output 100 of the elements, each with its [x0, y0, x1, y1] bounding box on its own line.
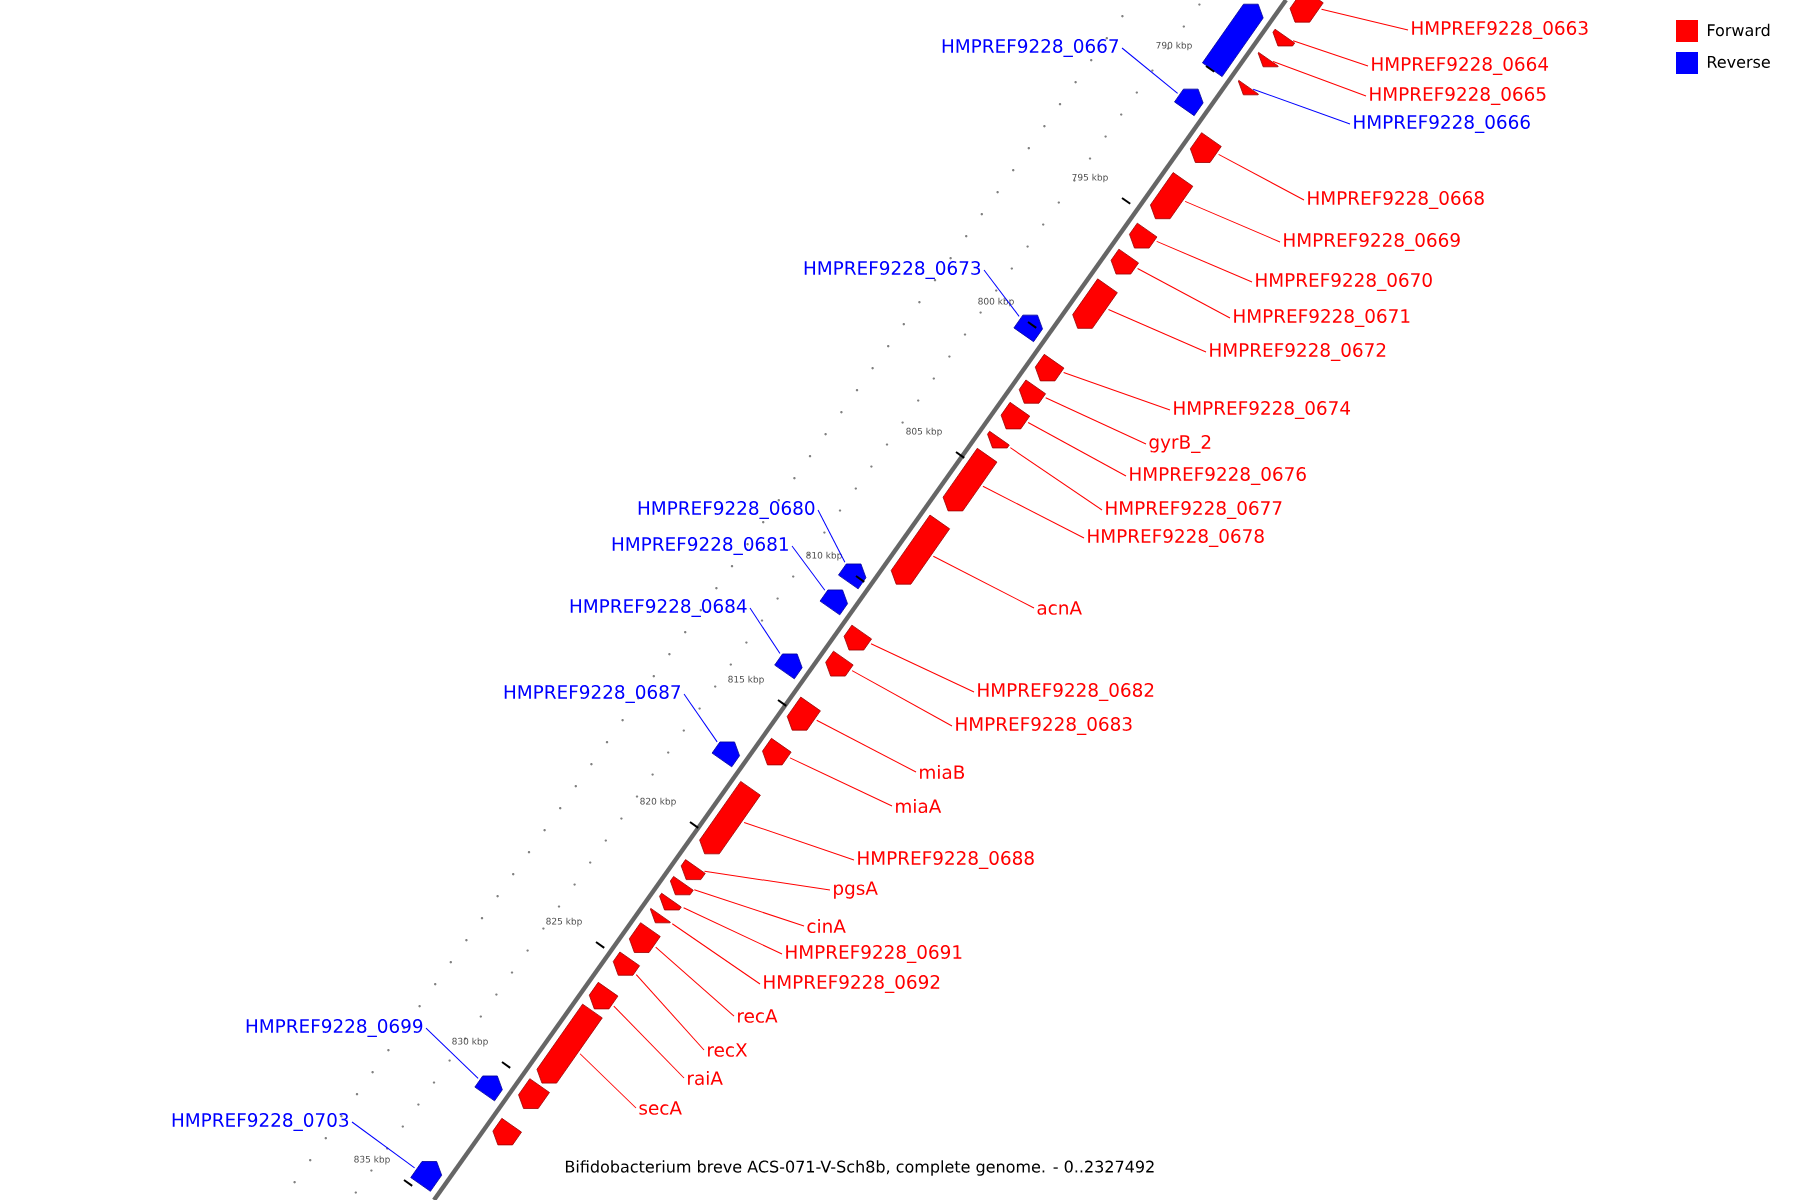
leader-line	[1045, 397, 1147, 445]
gene-feature	[1034, 353, 1065, 382]
gene-feature	[1174, 88, 1204, 117]
gene-feature	[819, 589, 848, 616]
leader-line	[1292, 40, 1369, 67]
gene-feature	[711, 741, 740, 768]
gene-feature	[536, 1003, 603, 1084]
leader-line	[579, 1053, 637, 1109]
leader-line	[693, 889, 805, 927]
gene-feature	[669, 876, 694, 896]
gene-label: recX	[708, 1043, 748, 1057]
leader-line	[749, 607, 781, 655]
leader-line	[683, 907, 783, 955]
leader-line	[671, 923, 761, 985]
leader-line	[817, 509, 846, 563]
leader-line	[655, 946, 735, 1017]
gene-label: HMPREF9228_0669	[1284, 233, 1460, 251]
gene-feature	[1202, 3, 1264, 77]
gene-feature	[474, 1075, 503, 1102]
gene-feature	[1018, 379, 1046, 404]
leader-line	[613, 1005, 685, 1079]
gene-feature	[588, 981, 619, 1010]
gene-feature	[1110, 248, 1139, 275]
gene-feature	[649, 908, 671, 924]
gene-feature	[492, 1117, 522, 1146]
leader-line	[870, 643, 975, 693]
gene-label: raiA	[688, 1070, 723, 1086]
gene-feature	[942, 447, 998, 512]
gene-label: HMPREF9228_0668	[1308, 191, 1484, 209]
gene-label: HMPREF9228_0665	[1370, 87, 1546, 105]
gene-feature	[987, 430, 1010, 449]
gene-label: HMPREF9228_0681	[612, 537, 788, 555]
leader-line	[1027, 422, 1127, 477]
gene-label: HMPREF9228_0673	[804, 261, 981, 279]
gene-label: HMPREF9228_0666	[1354, 115, 1530, 133]
gene-feature	[762, 737, 792, 766]
leader-line	[816, 719, 917, 773]
leader-line	[1272, 60, 1367, 97]
gene-feature	[1150, 172, 1194, 220]
gene-feature	[659, 892, 682, 911]
gene-feature	[1237, 80, 1259, 96]
leader-line	[683, 693, 718, 743]
gene-feature	[1013, 314, 1043, 343]
gene-feature	[825, 650, 854, 677]
gene-feature	[628, 922, 661, 953]
gene-label: HMPREF9228_0663	[1412, 21, 1588, 39]
leader-line	[351, 1121, 416, 1169]
gene-label: HMPREF9228_0670	[1256, 273, 1432, 291]
gene-feature	[786, 696, 821, 731]
gene-label: HMPREF9228_0682	[978, 683, 1154, 701]
gene-label: cinA	[807, 918, 846, 934]
gene-label: HMPREF9228_0676	[1130, 467, 1306, 485]
leader-line	[1137, 267, 1231, 319]
leader-line	[983, 269, 1020, 317]
leader-line	[1321, 8, 1409, 31]
gene-label: miaB	[920, 764, 965, 780]
gene-label: HMPREF9228_0678	[1088, 529, 1264, 547]
gene-feature	[518, 1078, 550, 1109]
leader-line	[743, 821, 855, 861]
gene-label: acnA	[1037, 601, 1082, 615]
gene-feature	[843, 624, 872, 651]
gene-label: HMPREF9228_0684	[570, 599, 747, 617]
gene-label: HMPREF9228_0691	[786, 945, 962, 963]
leader-line	[982, 485, 1085, 539]
leader-line	[635, 974, 705, 1051]
legend-label: Forward	[1708, 23, 1770, 37]
legend-label: Reverse	[1708, 56, 1770, 68]
leader-line	[1156, 240, 1253, 283]
gene-label: gyrB_2	[1149, 435, 1211, 453]
gene-feature	[890, 514, 950, 585]
gene-feature	[1189, 132, 1222, 163]
gene-feature	[680, 859, 706, 880]
gene-label: HMPREF9228_0674	[1174, 401, 1351, 419]
leader-line	[1063, 372, 1171, 411]
gene-label: HMPREF9228_0680	[638, 501, 815, 519]
gene-feature	[774, 653, 803, 680]
gene-feature	[410, 1161, 443, 1192]
gene-label: HMPREF9228_0664	[1372, 57, 1549, 75]
gene-feature	[612, 951, 640, 976]
gene-label: HMPREF9228_0671	[1234, 309, 1410, 327]
caption: Bifidobacterium breve ACS-071-V-Sch8b, complete genome. - 0..2327492	[564, 1160, 1156, 1176]
gene-label: miaA	[896, 798, 942, 814]
gene-feature	[1072, 278, 1118, 329]
gene-label: HMPREF9228_0688	[858, 851, 1034, 869]
gene-label: HMPREF9228_0692	[764, 975, 940, 993]
gene-label: secA	[639, 1101, 682, 1115]
gene-label: HMPREF9228_0699	[246, 1019, 423, 1037]
gene-label: HMPREF9228_0687	[504, 685, 680, 703]
leader-line	[851, 670, 953, 727]
gene-label: pgsA	[834, 881, 878, 899]
leader-line	[704, 870, 831, 891]
leader-line	[932, 555, 1035, 609]
gene-label: HMPREF9228_0677	[1106, 501, 1282, 519]
gene-feature	[1257, 52, 1279, 68]
gene-feature	[1000, 401, 1031, 430]
gene-label: HMPREF9228_0683	[956, 717, 1132, 735]
gene-feature	[838, 563, 867, 590]
gene-feature	[699, 781, 761, 855]
gene-feature	[1129, 222, 1158, 249]
gene-feature	[1272, 28, 1296, 47]
